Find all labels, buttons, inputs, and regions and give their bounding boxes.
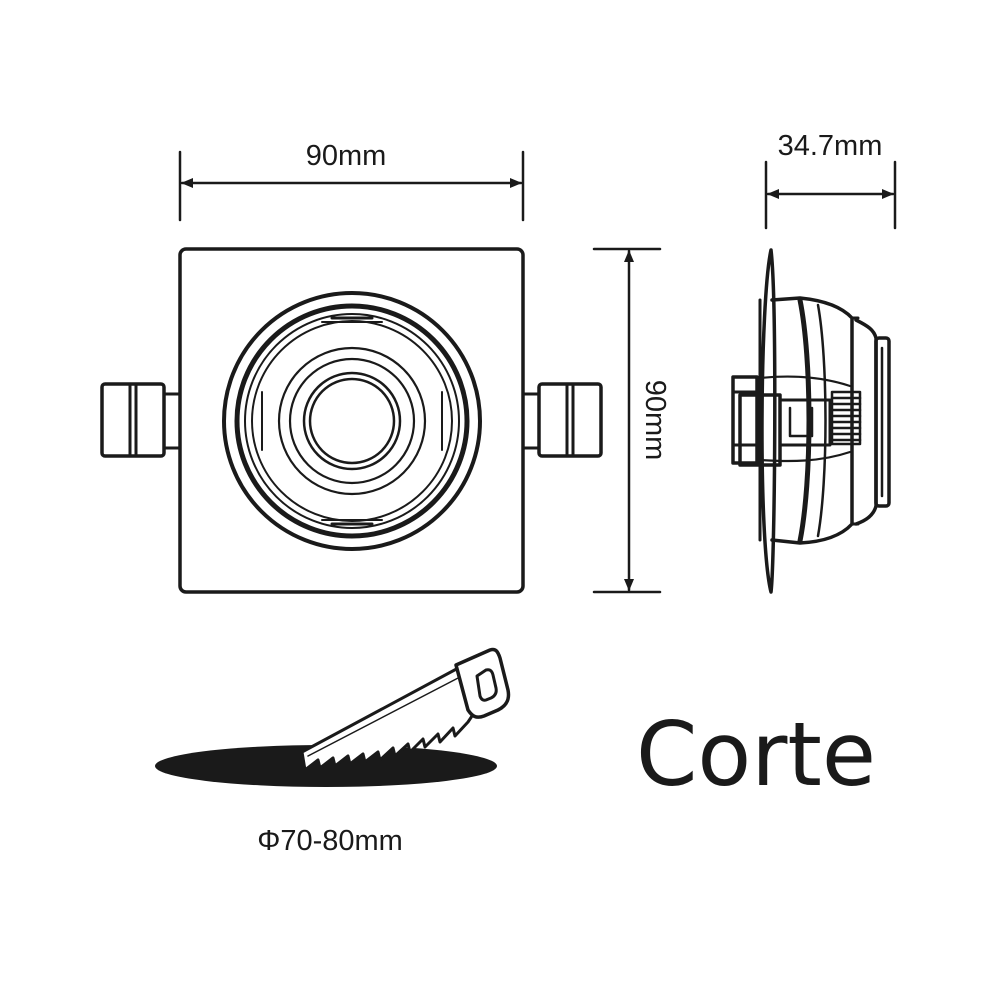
- front-view: [100, 247, 603, 594]
- left-spring-clip: [100, 382, 182, 458]
- cutout-title: Corte: [636, 703, 876, 806]
- square-bezel: [178, 247, 525, 594]
- width-dimension: 90mm: [178, 140, 525, 222]
- cutout-diameter-label: Φ70-80mm: [257, 825, 403, 857]
- right-spring-clip: [521, 382, 603, 458]
- depth-dimension: 34.7mm: [764, 130, 897, 230]
- height-label: 90mm: [639, 380, 671, 461]
- spring-coil: [830, 390, 862, 446]
- cutout-hole-icon: [155, 745, 497, 787]
- side-view: [731, 248, 891, 594]
- lamp-rings: [222, 291, 482, 551]
- depth-label: 34.7mm: [778, 130, 883, 162]
- height-dimension: 90mm: [592, 247, 671, 594]
- saw-icon: [300, 647, 511, 772]
- width-label: 90mm: [306, 140, 387, 172]
